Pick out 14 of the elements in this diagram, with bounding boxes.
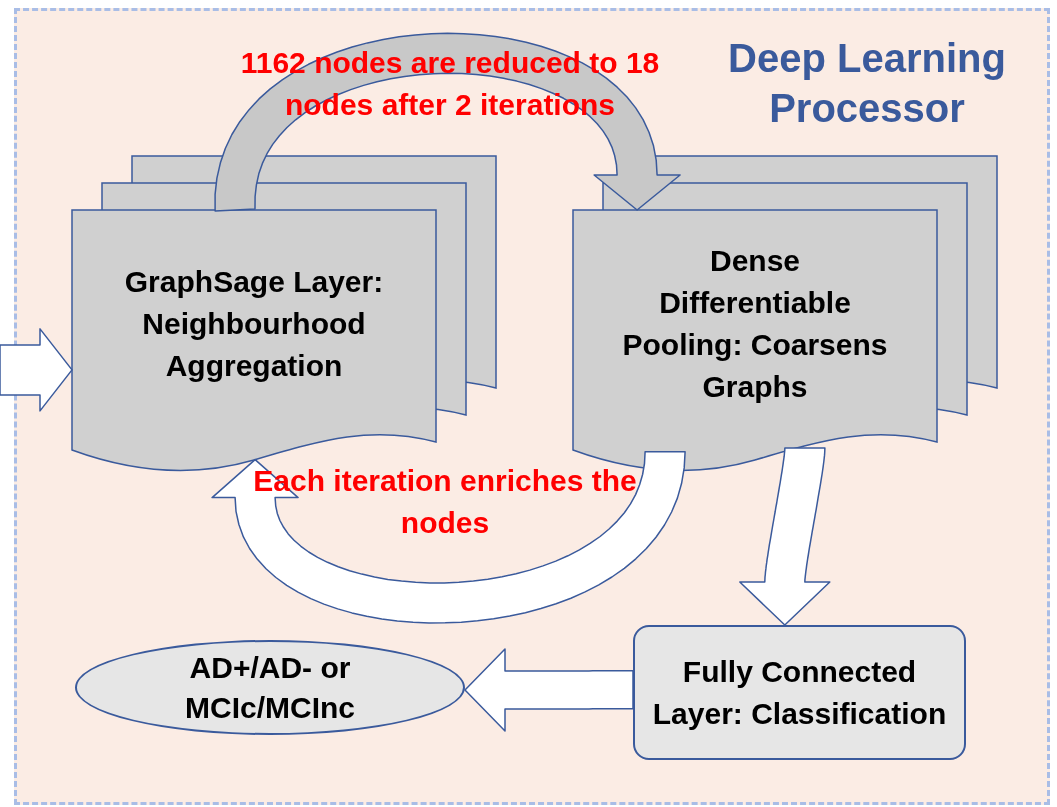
node-label: Dense Differentiable Pooling: Coarsens Graphs	[621, 243, 889, 405]
block-arrow	[0, 328, 73, 412]
process-box	[633, 625, 966, 760]
container-title: Deep Learning Processor	[727, 35, 1007, 132]
block-arrow	[214, 32, 681, 212]
processor-container	[14, 8, 1050, 805]
node-label: AD+/AD- or MCIc/MCInc	[184, 649, 356, 726]
block-arrow	[739, 447, 831, 626]
node-label: GraphSage Layer: Neighbourhood Aggregation	[123, 264, 385, 384]
node-label: Fully Connected Layer: Classification	[651, 653, 948, 732]
block-arrow	[211, 451, 686, 624]
document-stack-node	[72, 210, 436, 470]
document-stack-node	[573, 210, 937, 470]
block-arrow	[464, 648, 634, 732]
